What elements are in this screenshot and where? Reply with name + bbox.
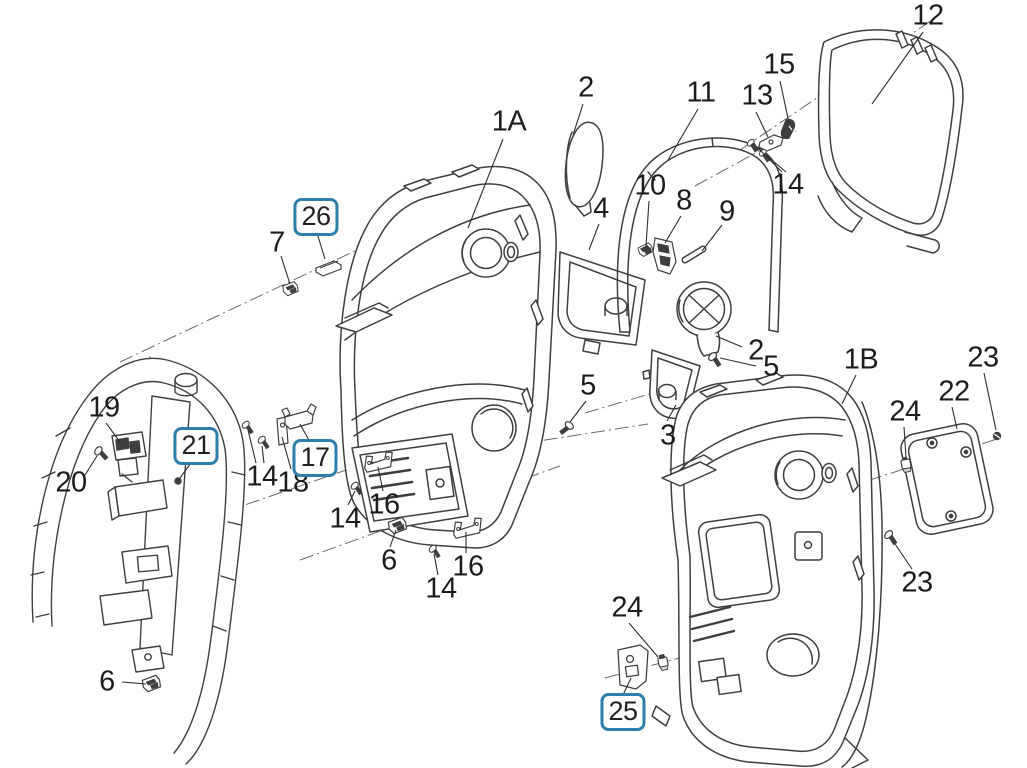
callout-1b[interactable]: 1B bbox=[843, 343, 879, 376]
callout-23-top[interactable]: 23 bbox=[967, 341, 999, 374]
callout-5-left[interactable]: 5 bbox=[580, 369, 596, 402]
callout-7[interactable]: 7 bbox=[269, 226, 285, 259]
callout-6-mid[interactable]: 6 bbox=[381, 544, 397, 577]
callout-8[interactable]: 8 bbox=[676, 184, 692, 217]
inner-frame-part bbox=[30, 357, 246, 765]
clip-26 bbox=[315, 260, 342, 277]
callout-4[interactable]: 4 bbox=[593, 192, 609, 225]
callout-9[interactable]: 9 bbox=[719, 195, 735, 228]
screw-23b bbox=[882, 528, 901, 547]
screw-14b bbox=[256, 434, 273, 451]
callout-26-highlighted[interactable]: 26 bbox=[293, 198, 339, 236]
trim-loop-11 bbox=[616, 137, 784, 333]
callout-20[interactable]: 20 bbox=[55, 466, 87, 499]
callout-19[interactable]: 19 bbox=[88, 391, 120, 424]
callout-1a[interactable]: 1A bbox=[491, 105, 527, 138]
callout-24-right[interactable]: 24 bbox=[889, 395, 921, 428]
screw-5a bbox=[557, 419, 576, 439]
callout-24-bottom[interactable]: 24 bbox=[611, 591, 643, 624]
tray-panel-4 bbox=[557, 251, 646, 355]
callout-11[interactable]: 11 bbox=[686, 76, 716, 109]
callout-2-top[interactable]: 2 bbox=[578, 71, 594, 104]
callout-15[interactable]: 15 bbox=[763, 48, 795, 81]
callout-23-bottom[interactable]: 23 bbox=[901, 566, 933, 599]
callout-12[interactable]: 12 bbox=[912, 0, 944, 32]
callout-14-left[interactable]: 14 bbox=[246, 460, 278, 493]
rivet-21 bbox=[174, 477, 182, 485]
callout-10[interactable]: 10 bbox=[634, 169, 666, 202]
callout-21-highlighted[interactable]: 21 bbox=[173, 427, 219, 465]
callout-14-mid[interactable]: 14 bbox=[329, 502, 361, 535]
callout-17-highlighted[interactable]: 17 bbox=[292, 439, 338, 477]
callout-16-low[interactable]: 16 bbox=[452, 550, 484, 583]
callout-16-mid[interactable]: 16 bbox=[368, 488, 400, 521]
cover-piece-2 bbox=[564, 121, 604, 217]
bracket-17 bbox=[281, 403, 317, 430]
back-plate-1a bbox=[335, 164, 557, 549]
clip-hardware-top bbox=[745, 118, 796, 164]
callout-22[interactable]: 22 bbox=[938, 375, 970, 408]
latch-hardware bbox=[636, 237, 707, 275]
callout-5-right[interactable]: 5 bbox=[763, 350, 779, 383]
fastener-hardware bbox=[92, 260, 1002, 693]
callout-14-low[interactable]: 14 bbox=[425, 572, 457, 605]
callout-2-horn[interactable]: 2 bbox=[748, 334, 764, 367]
glovebox-lid-22 bbox=[900, 423, 994, 535]
back-plate-1b bbox=[651, 372, 883, 768]
callout-6-left[interactable]: 6 bbox=[99, 665, 115, 698]
callout-13[interactable]: 13 bbox=[741, 79, 773, 112]
callout-25-highlighted[interactable]: 25 bbox=[600, 693, 646, 731]
horn-cover-2 bbox=[676, 281, 732, 357]
callout-14-top[interactable]: 14 bbox=[772, 168, 804, 201]
clip-7 bbox=[281, 280, 300, 297]
windshield-12 bbox=[817, 29, 964, 254]
bracket-25 bbox=[617, 644, 670, 690]
callout-3[interactable]: 3 bbox=[660, 419, 676, 452]
